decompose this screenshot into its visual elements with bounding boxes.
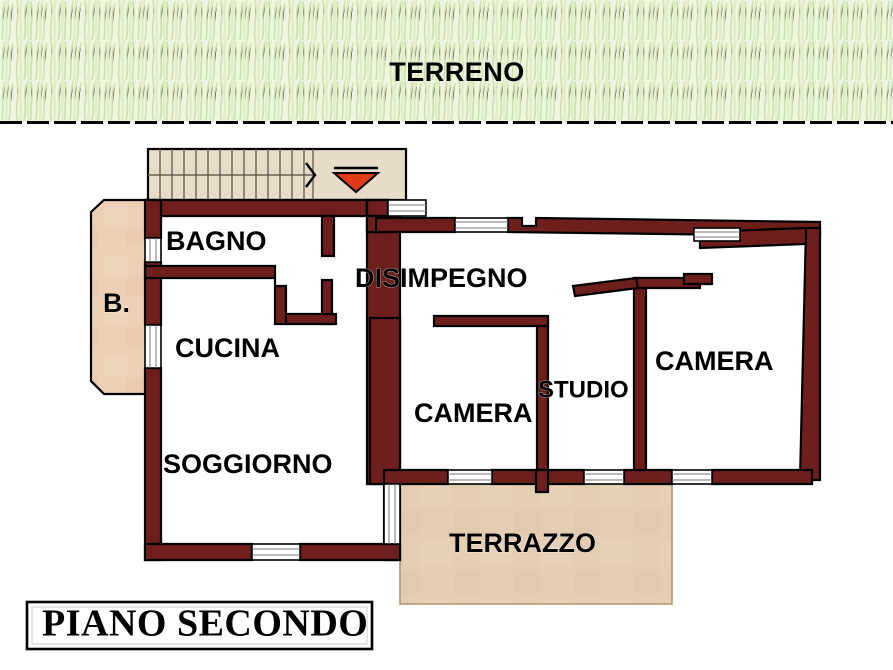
walls xyxy=(143,198,822,562)
wall-cucina-top-stub xyxy=(284,312,338,326)
window-balcony-lower xyxy=(144,324,162,369)
wall-bagno-right xyxy=(320,214,336,258)
room-label-bagno: BAGNO xyxy=(166,226,267,256)
wall-camera-right-left xyxy=(632,284,648,474)
room-label-studio: STUDIO xyxy=(538,376,629,403)
wall-camera-mid-top xyxy=(432,314,550,328)
window-soggiorno-right xyxy=(383,483,401,545)
wall-right-exterior xyxy=(798,226,822,482)
chevron-right-icon xyxy=(305,162,317,188)
wall-bottom-a xyxy=(382,468,450,486)
wall-soggiorno-bottom-right xyxy=(298,542,402,562)
wall-studio-top-angled xyxy=(571,276,640,298)
title-box-inner xyxy=(31,606,368,645)
wall-camera-right-top-stub xyxy=(682,272,714,286)
window-camera-right-top xyxy=(693,227,741,242)
wall-bottom-d xyxy=(622,468,674,486)
room-labels: BAGNO B. CUCINA SOGGIORNO DISIMPEGNO CAM… xyxy=(103,226,774,559)
grass-texture xyxy=(0,0,893,122)
wall-left-seg3 xyxy=(143,366,163,562)
room-label-camera-mid: CAMERA xyxy=(414,398,533,428)
terreno-band xyxy=(0,0,893,124)
plan-title: PIANO SECONDO xyxy=(42,603,368,645)
wall-soggiorno-bottom-left xyxy=(143,542,254,562)
staircase xyxy=(146,147,408,202)
window-soggiorno-bottom xyxy=(251,543,301,561)
terreno-label: TERRENO xyxy=(389,57,525,87)
window-balcony-upper xyxy=(144,237,162,263)
room-label-terrazzo: TERRAZZO xyxy=(449,528,596,558)
window-camera-right-bottom xyxy=(671,469,713,485)
wall-camera-mid-left xyxy=(368,316,402,486)
down-triangle-icon xyxy=(331,172,381,194)
window-stair-landing xyxy=(387,199,427,217)
stair-treads xyxy=(159,149,314,200)
room-label-balcone: B. xyxy=(103,288,130,318)
plan-title-box: PIANO SECONDO xyxy=(25,600,374,651)
wall-bottom-e xyxy=(710,468,814,486)
room-label-camera-right: CAMERA xyxy=(655,346,774,376)
wall-bottom-pilaster xyxy=(534,468,550,494)
window-studio-bottom xyxy=(583,469,625,485)
room-label-disimpegno: DISIMPEGNO xyxy=(355,263,528,293)
window-corridor-top xyxy=(454,217,509,233)
wall-corridor-top-a xyxy=(374,216,457,234)
windows xyxy=(144,199,741,561)
room-label-soggiorno: SOGGIORNO xyxy=(163,449,333,479)
room-label-cucina: CUCINA xyxy=(175,333,280,363)
wall-left-seg1 xyxy=(143,198,163,240)
wall-top-left xyxy=(145,198,369,218)
window-camera-mid-bottom xyxy=(447,469,493,485)
